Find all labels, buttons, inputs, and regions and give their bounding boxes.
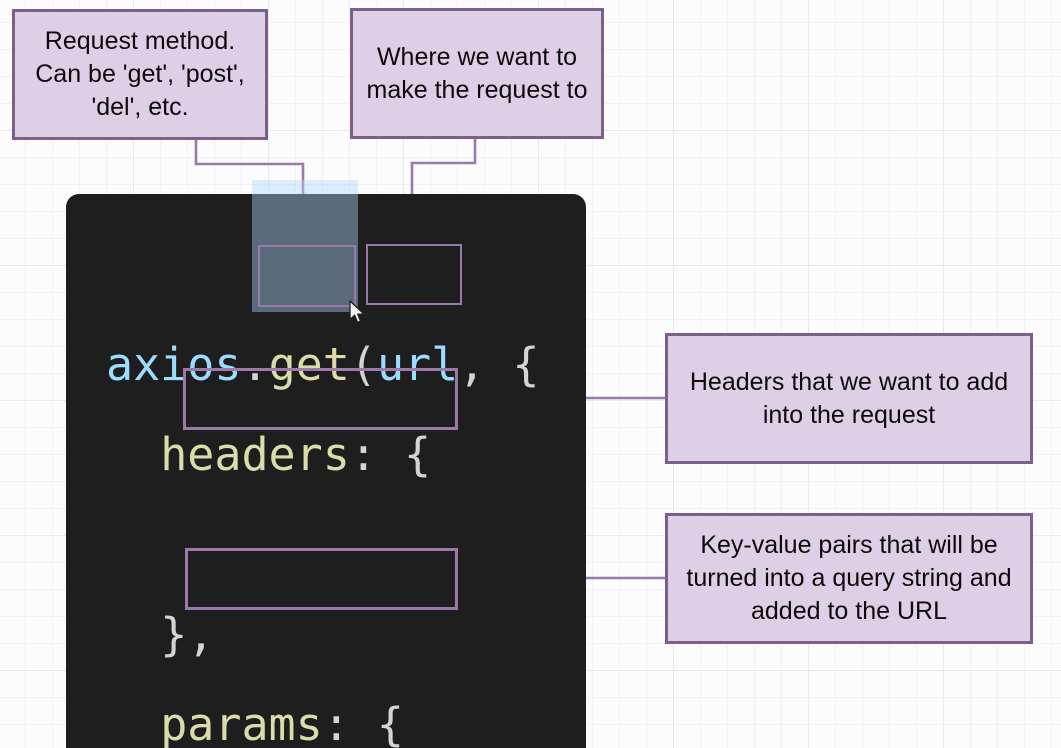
code-token-axios: axios xyxy=(106,338,242,391)
annotation-note-request-method[interactable]: Request method. Can be 'get', 'post', 'd… xyxy=(12,9,268,140)
code-token-headers-close: }, xyxy=(160,608,215,661)
code-block[interactable]: axios.get(url, { headers: { }, params: {… xyxy=(66,194,586,748)
code-line-4: }, xyxy=(106,590,540,680)
code-token-headers-open: : { xyxy=(349,428,432,481)
highlight-box-url xyxy=(366,244,462,305)
highlight-box-params-body xyxy=(185,548,458,610)
code-token-params-open: : { xyxy=(322,698,405,748)
code-token-dot: . xyxy=(241,338,269,391)
code-text[interactable]: axios.get(url, { headers: { }, params: {… xyxy=(106,230,540,748)
highlight-box-headers-body xyxy=(183,368,458,430)
annotation-note-params[interactable]: Key-value pairs that will be turned into… xyxy=(665,513,1033,644)
annotation-note-request-url[interactable]: Where we want to make the request to xyxy=(350,8,604,139)
highlight-box-get xyxy=(258,245,356,307)
code-token-lparen: ( xyxy=(349,338,377,391)
code-token-headers: headers xyxy=(160,428,350,481)
code-line-1: axios.get(url, { xyxy=(106,320,540,410)
code-line-5: params: { xyxy=(106,680,540,748)
code-token-open-obj: , { xyxy=(458,338,540,391)
code-token-params: params xyxy=(160,698,323,748)
code-token-url[interactable]: url xyxy=(376,338,459,391)
code-line-2: headers: { xyxy=(106,410,540,500)
annotation-note-headers[interactable]: Headers that we want to add into the req… xyxy=(665,333,1033,464)
code-token-get[interactable]: get xyxy=(268,338,350,391)
